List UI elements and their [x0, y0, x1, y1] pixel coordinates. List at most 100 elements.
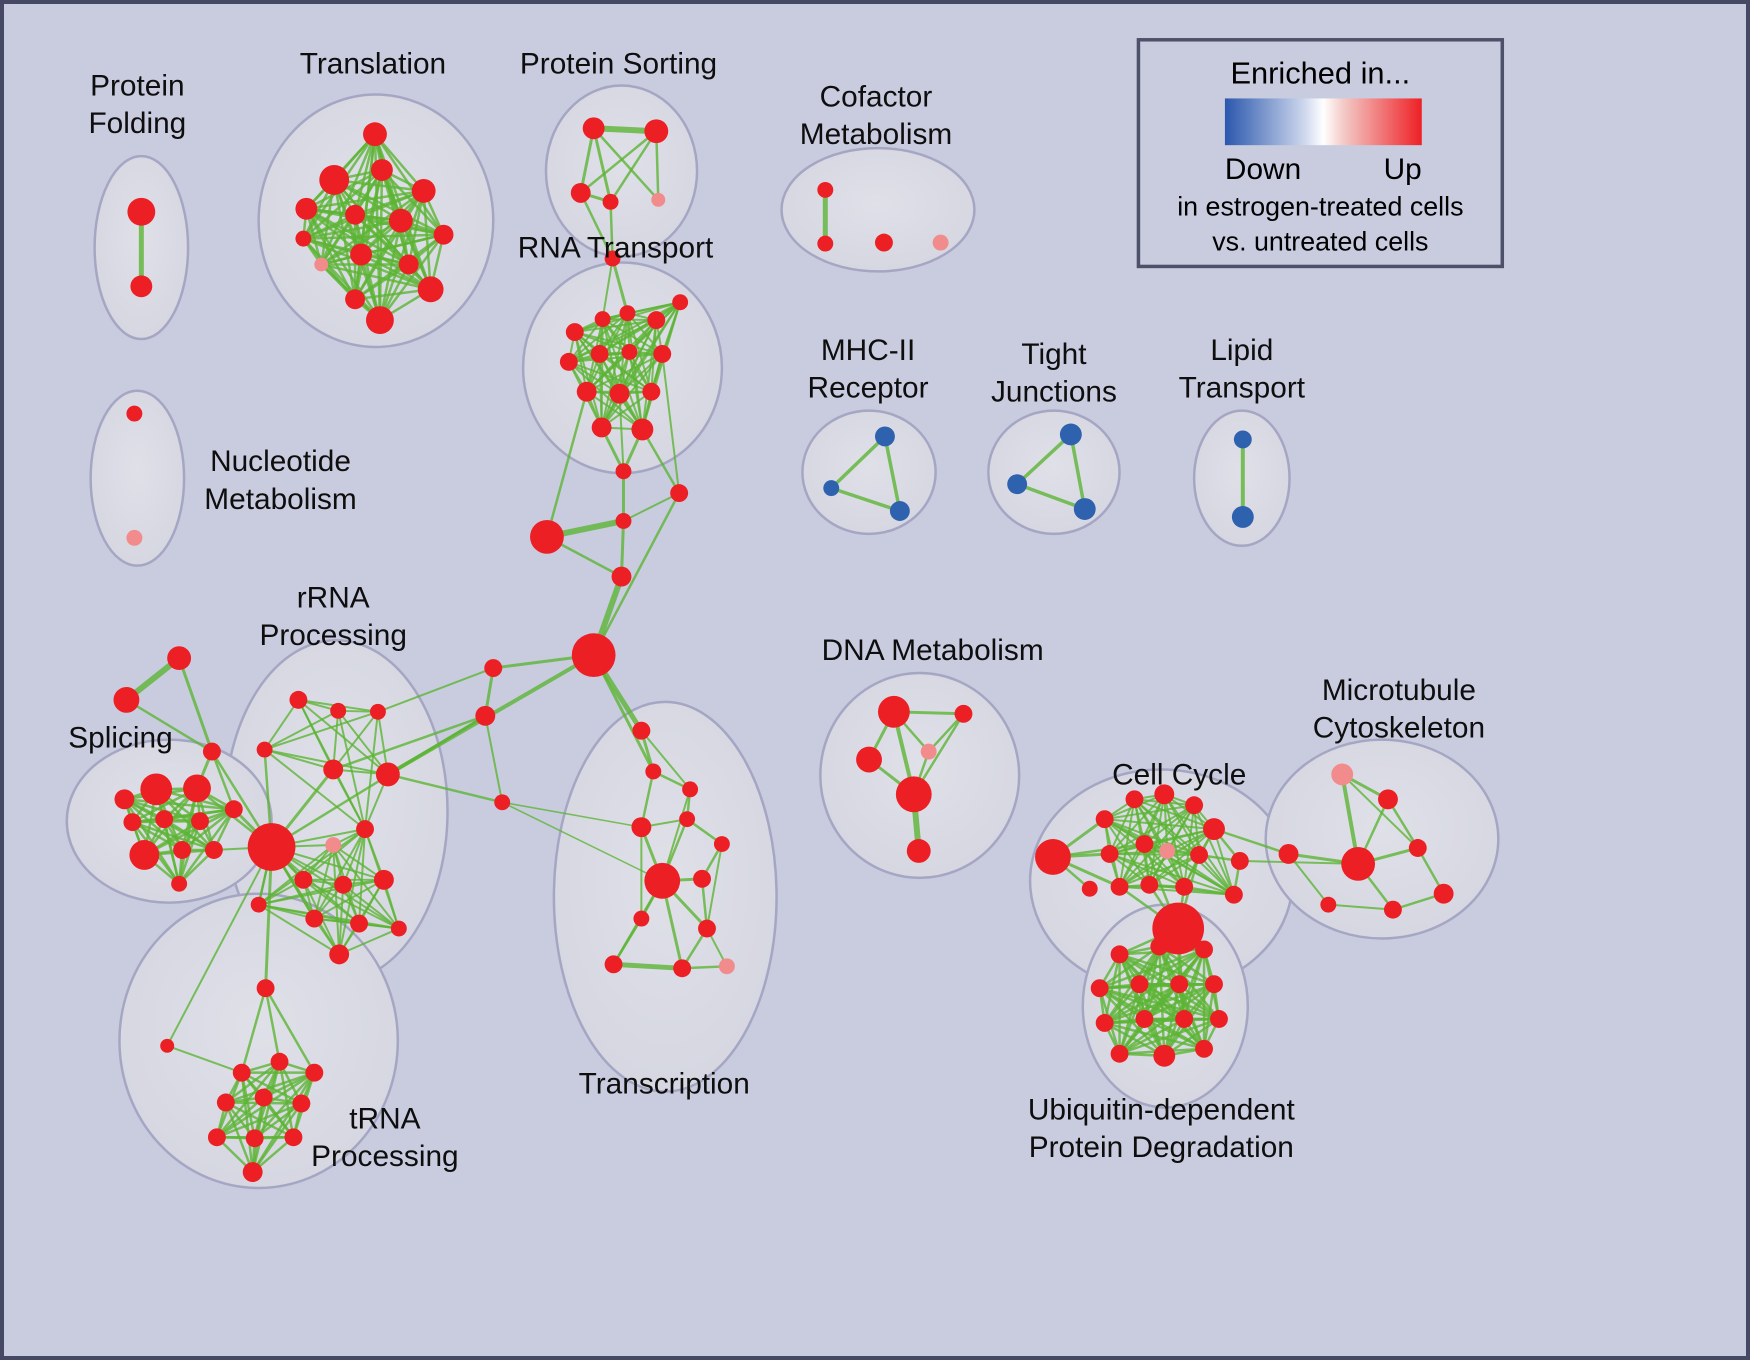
node-protein-folding-1[interactable]: [130, 275, 153, 298]
node-transcription-100[interactable]: [693, 869, 711, 888]
node-cell-cycle-116[interactable]: [1185, 796, 1204, 815]
node-tight-junctions-156[interactable]: [1059, 423, 1082, 446]
node-rrna-processing-69[interactable]: [375, 762, 400, 787]
node-rrna-processing-76[interactable]: [305, 909, 324, 928]
node-transcription-97[interactable]: [679, 811, 696, 828]
node-dna-metabolism-110[interactable]: [895, 776, 932, 813]
node-splicing-57[interactable]: [155, 810, 174, 829]
node-ubiquitin-degradation-144[interactable]: [1095, 1014, 1114, 1032]
node-cell-cycle-118[interactable]: [1100, 845, 1119, 863]
node-rna-transport-34[interactable]: [621, 343, 638, 360]
node-connector-41[interactable]: [615, 463, 632, 480]
node-microtubule-cytoskeleton-136[interactable]: [1320, 896, 1337, 913]
node-cell-cycle-125[interactable]: [1175, 877, 1194, 896]
node-mhc-ii-receptor-155[interactable]: [889, 501, 910, 521]
node-connector-49[interactable]: [494, 794, 511, 811]
node-microtubule-cytoskeleton-135[interactable]: [1383, 900, 1402, 919]
node-rna-transport-33[interactable]: [590, 344, 609, 363]
node-rrna-processing-70[interactable]: [247, 823, 296, 871]
node-ubiquitin-degradation-140[interactable]: [1090, 979, 1109, 998]
node-rrna-processing-71[interactable]: [325, 837, 342, 853]
node-protein-sorting-21[interactable]: [651, 192, 666, 207]
node-connector-46[interactable]: [571, 633, 616, 678]
node-tight-junctions-157[interactable]: [1007, 474, 1028, 495]
node-translation-11[interactable]: [350, 243, 372, 266]
node-microtubule-cytoskeleton-130[interactable]: [1378, 789, 1398, 810]
node-mhc-ii-receptor-154[interactable]: [823, 480, 840, 497]
node-transcription-96[interactable]: [631, 817, 652, 838]
node-splicing-60[interactable]: [129, 840, 160, 870]
node-splicing-62[interactable]: [204, 841, 223, 859]
node-protein-folding-0[interactable]: [127, 197, 156, 226]
node-splicing-58[interactable]: [191, 812, 209, 831]
node-translation-2[interactable]: [363, 122, 387, 147]
node-protein-sorting-19[interactable]: [570, 182, 591, 203]
node-ubiquitin-degradation-149[interactable]: [1153, 1044, 1176, 1067]
node-trna-processing-84[interactable]: [270, 1052, 289, 1071]
node-cell-cycle-127[interactable]: [1224, 885, 1243, 904]
node-trna-processing-83[interactable]: [232, 1063, 251, 1082]
node-cofactor-metabolism-25[interactable]: [875, 233, 893, 252]
node-trna-processing-91[interactable]: [284, 1128, 303, 1147]
node-cell-cycle-115[interactable]: [1154, 784, 1175, 805]
node-cell-cycle-121[interactable]: [1190, 846, 1209, 864]
node-translation-5[interactable]: [370, 159, 393, 181]
node-rrna-processing-64[interactable]: [289, 690, 308, 709]
node-transcription-101[interactable]: [633, 910, 650, 927]
node-cell-cycle-117[interactable]: [1203, 818, 1225, 841]
node-cell-cycle-123[interactable]: [1110, 877, 1129, 896]
node-microtubule-cytoskeleton-129[interactable]: [1331, 763, 1354, 786]
node-dna-metabolism-107[interactable]: [954, 704, 973, 723]
node-nucleotide-metabolism-151[interactable]: [126, 405, 143, 422]
node-rna-transport-35[interactable]: [653, 344, 672, 363]
node-transcription-105[interactable]: [718, 958, 735, 975]
node-ubiquitin-degradation-139[interactable]: [1195, 940, 1213, 959]
node-dna-metabolism-106[interactable]: [877, 695, 910, 728]
node-splicing-61[interactable]: [173, 841, 192, 859]
node-transcription-99[interactable]: [644, 862, 681, 899]
node-cofactor-metabolism-24[interactable]: [817, 235, 834, 252]
node-ubiquitin-degradation-146[interactable]: [1175, 1010, 1194, 1028]
node-dna-metabolism-108[interactable]: [856, 746, 882, 773]
node-rna-transport-29[interactable]: [619, 305, 636, 322]
node-ubiquitin-degradation-145[interactable]: [1135, 1010, 1154, 1028]
node-trna-processing-88[interactable]: [292, 1094, 311, 1113]
node-translation-16[interactable]: [295, 230, 312, 247]
node-trna-processing-87[interactable]: [254, 1088, 273, 1107]
node-translation-14[interactable]: [417, 276, 444, 303]
node-splicing-56[interactable]: [123, 813, 142, 832]
node-splicing-59[interactable]: [224, 800, 243, 819]
node-ubiquitin-degradation-138[interactable]: [1150, 937, 1169, 956]
node-cofactor-metabolism-26[interactable]: [932, 234, 949, 251]
node-cell-cycle-113[interactable]: [1095, 810, 1114, 829]
node-protein-sorting-20[interactable]: [602, 193, 619, 210]
node-splicing-54[interactable]: [183, 774, 211, 803]
node-rrna-processing-72[interactable]: [356, 820, 374, 839]
node-microtubule-cytoskeleton-133[interactable]: [1408, 839, 1427, 857]
node-splicing-53[interactable]: [140, 773, 173, 806]
node-trna-processing-86[interactable]: [216, 1093, 235, 1112]
node-protein-sorting-17[interactable]: [582, 117, 605, 140]
node-cell-cycle-112[interactable]: [1035, 839, 1071, 875]
node-trna-processing-90[interactable]: [245, 1129, 264, 1148]
node-rrna-processing-75[interactable]: [373, 869, 394, 890]
node-cell-cycle-124[interactable]: [1140, 875, 1159, 894]
node-protein-sorting-18[interactable]: [644, 119, 669, 144]
node-transcription-104[interactable]: [673, 959, 692, 978]
node-ubiquitin-degradation-150[interactable]: [1195, 1039, 1213, 1058]
node-trna-processing-92[interactable]: [242, 1162, 263, 1183]
node-connector-47[interactable]: [484, 659, 503, 678]
node-ubiquitin-degradation-148[interactable]: [1110, 1044, 1129, 1063]
node-rna-transport-36[interactable]: [576, 381, 597, 402]
node-translation-6[interactable]: [411, 178, 436, 203]
node-trna-processing-89[interactable]: [207, 1128, 226, 1147]
node-connector-50[interactable]: [167, 646, 192, 671]
node-lipid-transport-159[interactable]: [1233, 430, 1252, 449]
node-splicing-55[interactable]: [114, 789, 135, 810]
node-cell-cycle-119[interactable]: [1135, 835, 1154, 853]
node-rrna-processing-80[interactable]: [250, 896, 267, 913]
node-microtubule-cytoskeleton-131[interactable]: [1278, 844, 1299, 864]
node-cofactor-metabolism-23[interactable]: [817, 181, 834, 198]
node-rrna-processing-79[interactable]: [390, 920, 407, 937]
node-trna-processing-82[interactable]: [160, 1038, 175, 1053]
